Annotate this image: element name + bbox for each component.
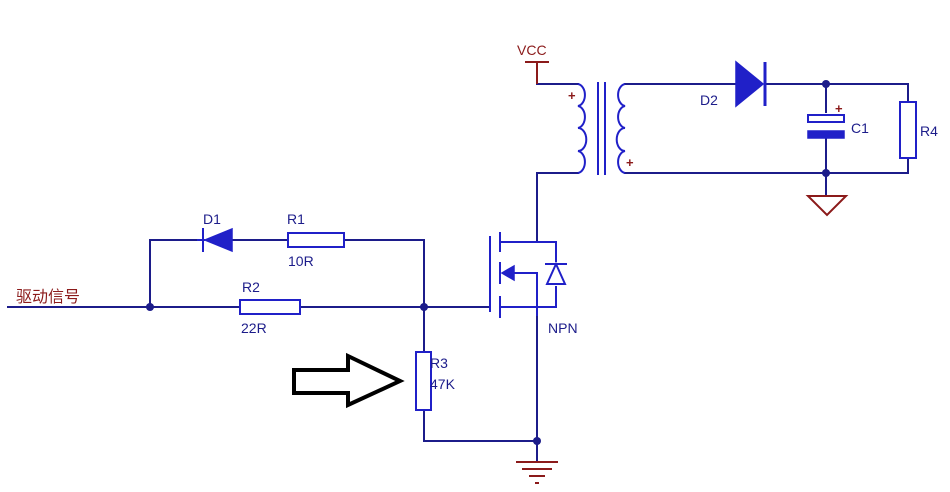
r4-resistor-icon [899, 101, 917, 159]
r3-resistor-icon [415, 351, 432, 411]
r2-value-label: 22R [241, 320, 267, 336]
mosfet-label: NPN [548, 320, 578, 336]
c1-capacitor-icon [807, 114, 845, 139]
r1-right-wire [343, 239, 425, 308]
drain-wire [536, 172, 579, 241]
secondary-polarity-label: + [626, 155, 634, 170]
r3-label: R3 [430, 355, 448, 371]
ground-symbol-icon [516, 461, 558, 484]
mosfet-icon [489, 232, 567, 318]
junction-dot [533, 437, 541, 445]
junction-dot [822, 80, 830, 88]
ground-triangle-icon [805, 195, 849, 217]
d1-label: D1 [203, 211, 221, 227]
junction-dot [146, 303, 154, 311]
wires [7, 83, 909, 461]
r2-label: R2 [242, 279, 260, 295]
r3-bottom-wire [423, 409, 538, 442]
junction-dot [420, 303, 428, 311]
primary-polarity-label: + [568, 88, 576, 103]
c1-label: C1 [851, 120, 869, 136]
junctions [146, 80, 830, 445]
transformer-icon [577, 82, 626, 175]
c1-polarity-label: + [835, 101, 843, 116]
r1-label: R1 [287, 211, 305, 227]
vcc-label: VCC [517, 42, 547, 58]
labels: 驱动信号 VCC D1 R1 10R R2 22R R3 47K NPN D2 … [16, 42, 938, 392]
vcc-symbol-icon [525, 61, 549, 84]
d2-diode-icon [735, 60, 767, 108]
r3-value-label: 47K [430, 376, 456, 392]
r1-resistor-icon [287, 232, 345, 248]
junction-dot [822, 169, 830, 177]
d2-label: D2 [700, 92, 718, 108]
input-signal-label: 驱动信号 [16, 287, 80, 306]
r1-value-label: 10R [288, 253, 314, 269]
right-arrow-icon [292, 352, 405, 409]
r2-resistor-icon [239, 299, 301, 315]
d1-left-wire [149, 239, 198, 308]
r4-label: R4 [920, 123, 938, 139]
d1-diode-icon [197, 227, 233, 253]
